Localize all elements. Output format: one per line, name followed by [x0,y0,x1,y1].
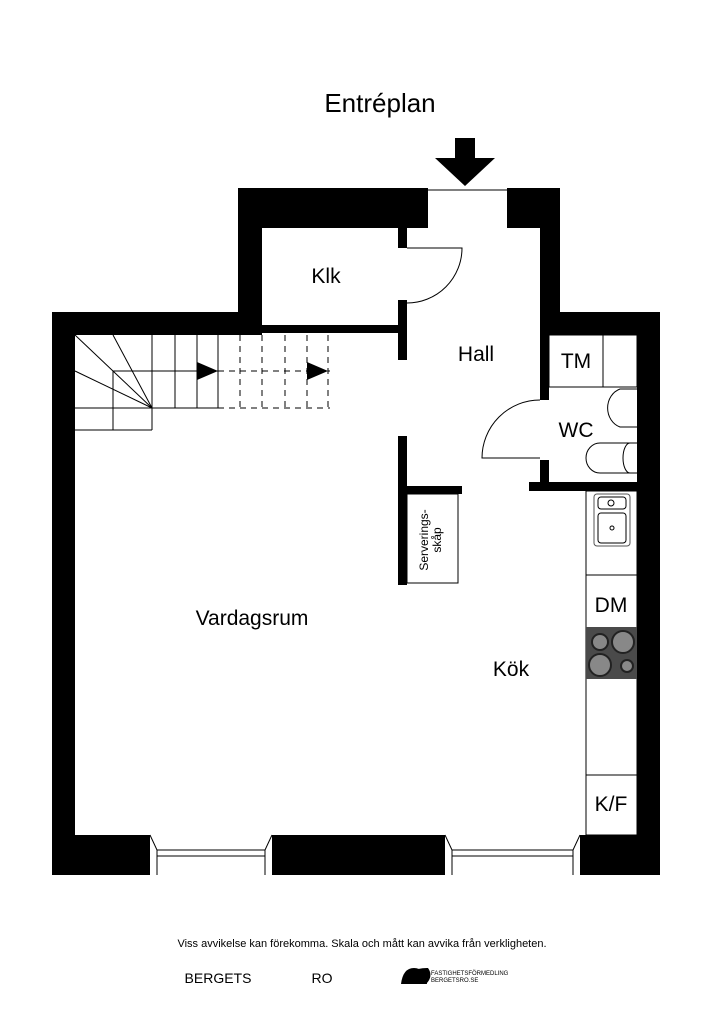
appliance-label-dm: DM [595,594,628,617]
logo-website: BERGETSRO.SE [431,978,478,984]
plan-title: Entréplan [324,88,435,118]
room-label-hall: Hall [458,343,494,366]
klk-door[interactable] [406,247,463,304]
serving-cabinet-label-1: Serverings- [417,509,431,570]
window [149,834,273,875]
stair-arrow-icon [197,362,218,380]
walls [52,188,660,875]
window [444,834,581,875]
logo-half-circle-icon [401,968,427,984]
serving-cabinet [406,493,459,584]
room-label-kok: Kök [493,658,530,681]
room-label-vardagsrum: Vardagsrum [196,607,309,630]
room-label-klk: Klk [311,265,341,288]
room-label-wc: WC [559,419,594,442]
appliance-label-kf: K/F [595,793,628,816]
disclaimer: Viss avvikelse kan förekomma. Skala och … [177,938,546,950]
cabinet [602,334,638,388]
sink-icon [607,388,637,428]
room-label-tm: TM [561,350,591,373]
serving-cabinet-label-2: skåp [430,527,444,553]
wc-door[interactable] [481,399,541,459]
stove-icon [586,627,637,679]
logo-fastighetsformedling: FASTIGHETSFÖRMEDLING [431,970,509,977]
staircase [74,334,330,431]
logo-ro: RO [312,970,333,986]
stair-arrow-icon [307,362,328,380]
toilet-icon [585,442,637,474]
entrance-arrow-icon [435,138,495,186]
logo-bergets: BERGETS [185,970,252,986]
